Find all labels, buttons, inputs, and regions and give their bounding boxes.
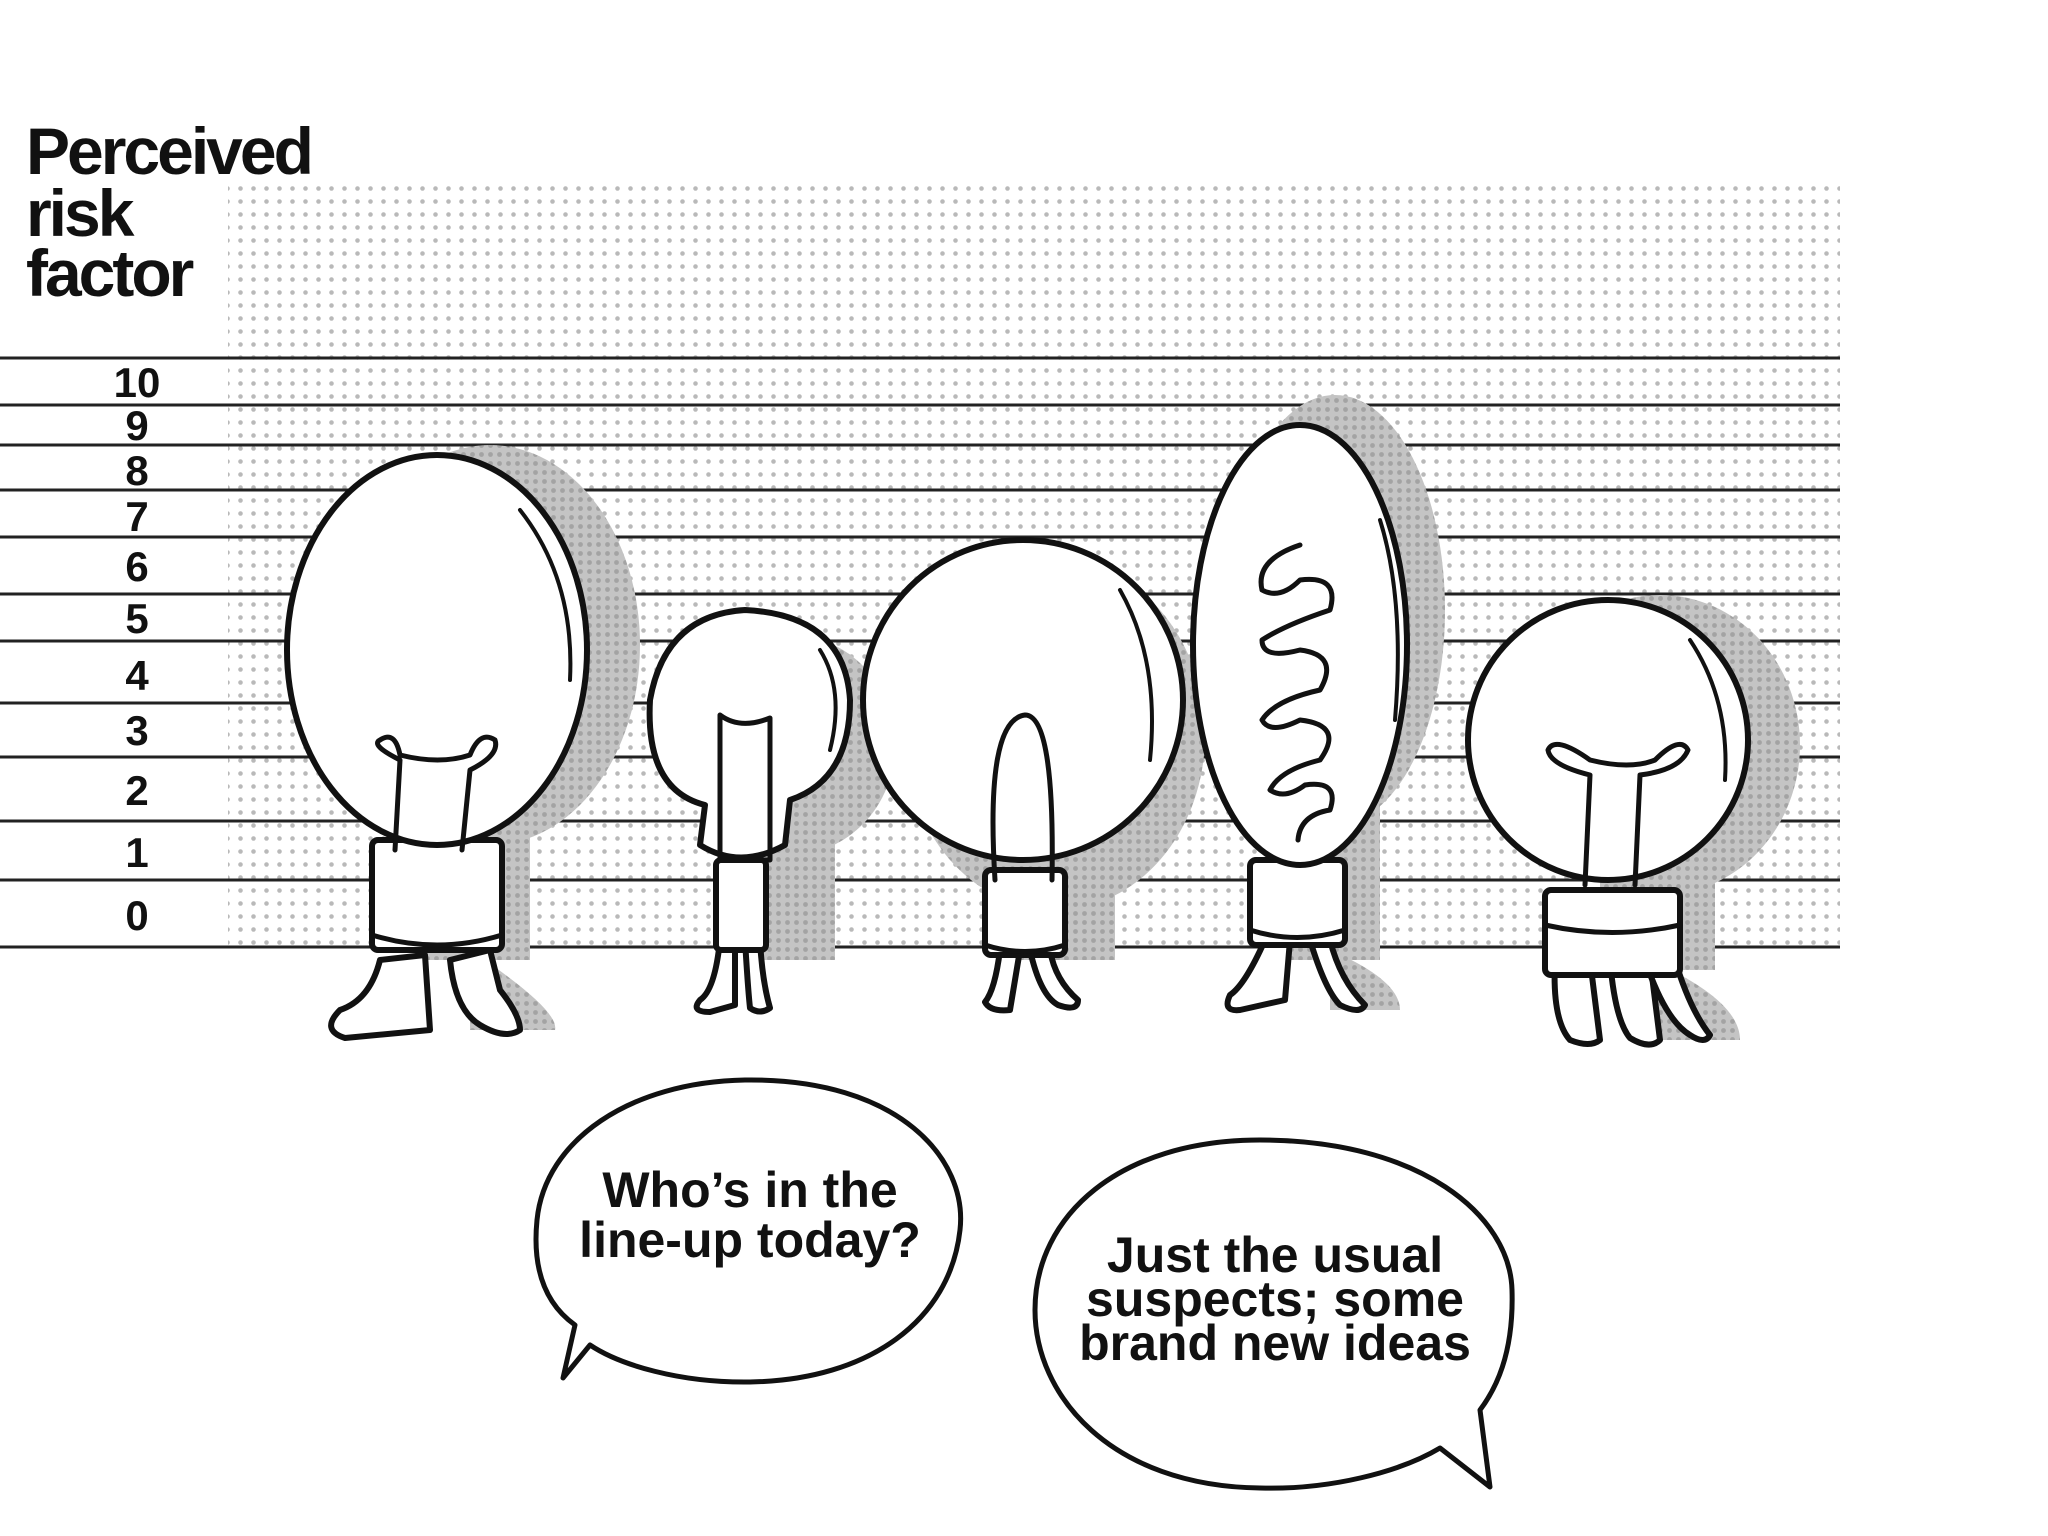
scale-tick-label: 10 (113, 359, 161, 406)
speech-line: Who’s in the (602, 1162, 898, 1218)
speech-line: Just the usual (1106, 1227, 1444, 1283)
title-line-1: Perceived (26, 114, 314, 188)
speech-bubble-left (533, 1077, 964, 1385)
lightbulb-character-2 (646, 607, 853, 1015)
scale-tick-label: 5 (125, 595, 149, 642)
lightbulb-character-4 (1190, 422, 1410, 1014)
speech-line: brand new ideas (1079, 1315, 1471, 1371)
title-line-3: factor (26, 236, 194, 310)
scale-tick-label: 7 (125, 493, 149, 540)
speech-bubble-left-text: Who’s in the line-up today? (545, 1165, 955, 1265)
scale-tick-label: 8 (125, 447, 149, 494)
lightbulb-character-1 (284, 452, 590, 1041)
scale-tick-label: 1 (125, 829, 149, 876)
speech-line: suspects; some (1086, 1271, 1464, 1327)
lightbulb-character-5 (1465, 597, 1751, 1048)
scale-tick-label: 3 (125, 707, 149, 754)
title-line-2: risk (26, 176, 134, 250)
scale-tick-label: 0 (125, 892, 149, 939)
scale-tick-label: 2 (125, 767, 149, 814)
lightbulb-character-3 (860, 537, 1186, 1014)
speech-line: line-up today? (579, 1212, 921, 1268)
speech-bubble-right (1032, 1137, 1515, 1491)
scale-tick-label: 9 (125, 402, 149, 449)
scale-tick-label: 6 (125, 543, 149, 590)
speech-bubble-right-text: Just the usual suspects; some brand new … (1050, 1227, 1500, 1371)
scale-tick-label: 4 (125, 652, 149, 699)
